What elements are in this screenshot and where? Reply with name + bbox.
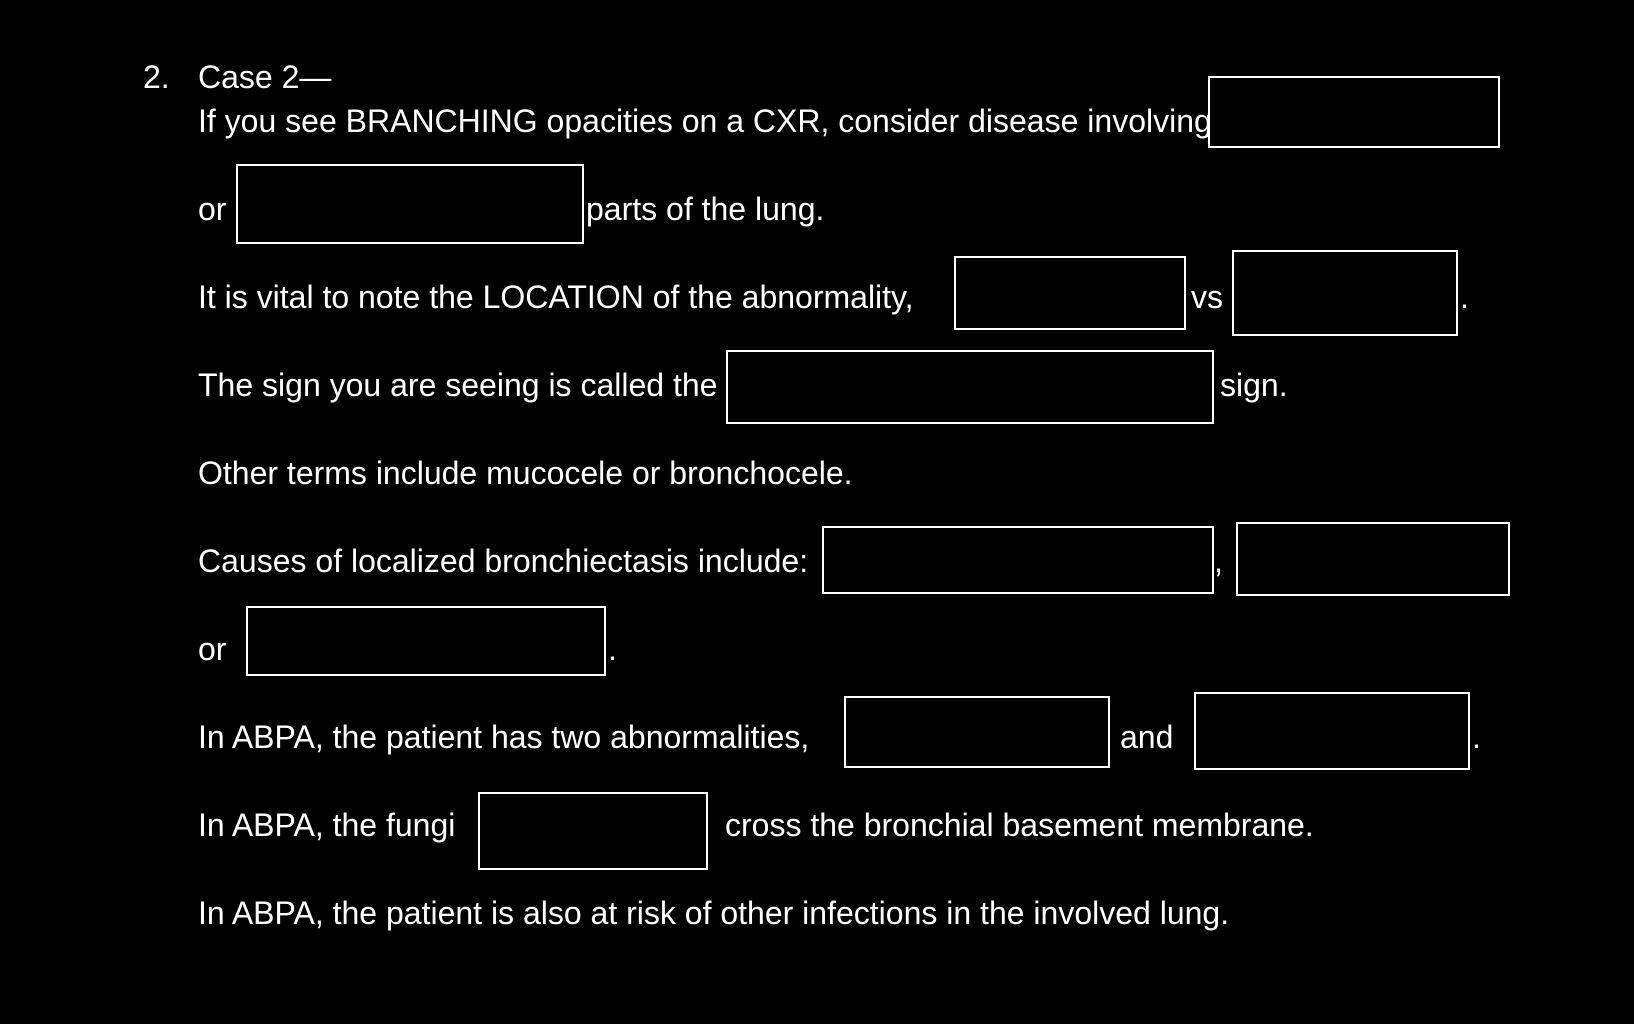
line3-vs: vs — [1191, 279, 1223, 315]
blank-abpa-abnormality-1[interactable] — [844, 696, 1110, 768]
line8-and: and — [1120, 719, 1174, 755]
line2-suffix: parts of the lung. — [586, 191, 825, 227]
line5-text: Other terms include mucocele or bronchoc… — [198, 455, 853, 491]
blank-fungi-cross[interactable] — [478, 792, 708, 870]
blank-location-2[interactable] — [1232, 250, 1458, 336]
blank-cause-2[interactable] — [1236, 522, 1510, 596]
blank-abpa-abnormality-2[interactable] — [1194, 692, 1470, 770]
blank-sign-name[interactable] — [726, 350, 1214, 424]
question-heading: Case 2— — [198, 59, 332, 95]
line4-text: The sign you are seeing is called the — [198, 367, 718, 403]
line7-end: . — [608, 631, 617, 667]
line9-end: cross the bronchial basement membrane. — [725, 807, 1314, 843]
line3-end: . — [1460, 279, 1469, 315]
line8-end: . — [1472, 719, 1481, 755]
blank-location-1[interactable] — [954, 256, 1186, 330]
line1-text: If you see BRANCHING opacities on a CXR,… — [198, 103, 1212, 139]
line2-or: or — [198, 191, 227, 227]
line6-text: Causes of localized bronchiectasis inclu… — [198, 543, 809, 579]
line10-text: In ABPA, the patient is also at risk of … — [198, 895, 1230, 931]
blank-involving-2[interactable] — [236, 164, 584, 244]
question-number: 2. — [143, 59, 170, 95]
blank-cause-3[interactable] — [246, 606, 606, 676]
line8-text: In ABPA, the patient has two abnormaliti… — [198, 719, 810, 755]
line9-text: In ABPA, the fungi — [198, 807, 456, 843]
line4-end: sign. — [1220, 367, 1288, 403]
blank-involving-1[interactable] — [1208, 76, 1500, 148]
blank-cause-1[interactable] — [822, 526, 1214, 594]
line6-sep: , — [1214, 543, 1223, 579]
line3-text: It is vital to note the LOCATION of the … — [198, 279, 914, 315]
line7-or: or — [198, 631, 227, 667]
